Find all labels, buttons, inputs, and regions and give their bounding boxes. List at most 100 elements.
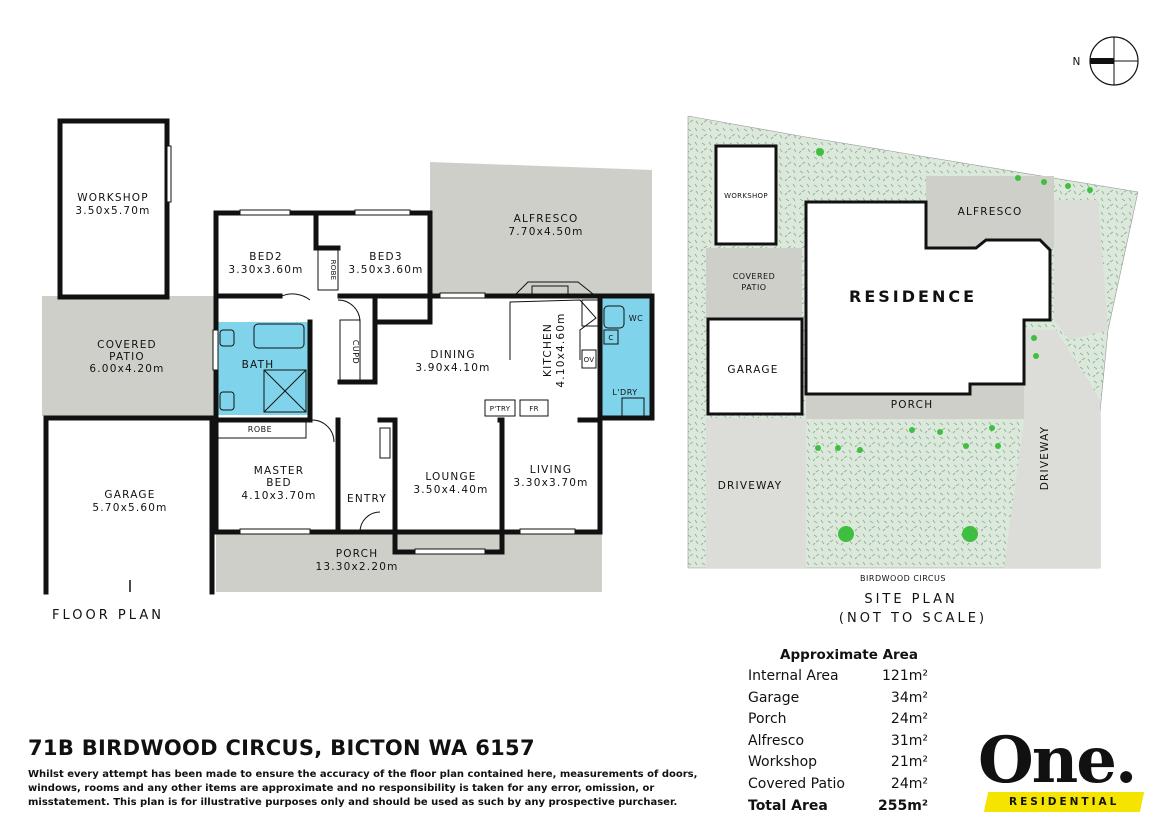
site-covered-line2: PATIO xyxy=(741,283,766,292)
room-name-bed3: BED3 xyxy=(369,251,402,263)
master-bed-line1: MASTER xyxy=(254,465,304,477)
area-total-label: Total Area xyxy=(748,797,828,814)
property-address: 71B BIRDWOOD CIRCUS, BICTON WA 6157 xyxy=(28,736,535,760)
room-dims-master-bed: 4.10x3.70m xyxy=(241,490,316,502)
area-heading: Approximate Area xyxy=(780,647,918,663)
area-value: 24m² xyxy=(890,711,928,728)
area-label: Workshop xyxy=(748,754,818,771)
room-dims-living: 3.30x3.70m xyxy=(513,477,588,489)
room-name-garage: GARAGE xyxy=(104,489,155,501)
site-plan-caption-line1: SITE PLAN xyxy=(864,592,957,607)
toilet-icon xyxy=(219,391,235,411)
label-bath: BATH xyxy=(242,359,275,371)
label-c: C xyxy=(608,334,613,342)
logo-tagline: RESIDENTIAL xyxy=(1008,796,1120,808)
area-row: Alfresco 31m² xyxy=(748,731,928,753)
tree-icon xyxy=(816,148,824,156)
label-laundry: L'DRY xyxy=(612,388,637,397)
label-fridge: FR xyxy=(529,405,539,413)
room-name-bed2: BED2 xyxy=(249,251,282,263)
room-name-alfresco: ALFRESCO xyxy=(514,213,579,225)
site-label-street: BIRDWOOD CIRCUS xyxy=(860,574,946,583)
site-label-covered-patio: COVERED PATIO xyxy=(733,272,776,292)
covered-patio-line1: COVERED xyxy=(97,339,157,351)
area-row: Internal Area 121m² xyxy=(748,666,928,688)
sink-icon xyxy=(531,285,569,297)
bathtub-icon xyxy=(253,323,305,349)
area-label: Garage xyxy=(748,689,800,706)
label-robe-horizontal: ROBE xyxy=(248,425,272,434)
site-label-porch: PORCH xyxy=(891,399,934,411)
site-covered-line1: COVERED xyxy=(733,272,776,281)
room-dims-kitchen: 4.10x4.60m xyxy=(555,312,567,387)
room-name-kitchen: KITCHEN xyxy=(542,323,554,377)
room-dims-lounge: 3.50x4.40m xyxy=(413,484,488,496)
area-value: 31m² xyxy=(890,732,928,749)
area-total-row: Total Area 255m² xyxy=(748,796,928,818)
north-arrow-icon xyxy=(1090,58,1114,64)
laundry-tub-icon xyxy=(621,397,645,417)
shower-icon xyxy=(263,369,307,413)
label-cupd: CUPD xyxy=(351,340,360,364)
room-dims-workshop: 3.50x5.70m xyxy=(75,205,150,217)
site-label-driveway-left: DRIVEWAY xyxy=(718,480,782,492)
site-residence xyxy=(804,200,1052,396)
room-dims-covered-patio: 6.00x4.20m xyxy=(89,363,164,375)
label-ov: OV xyxy=(584,356,595,364)
garage-walls xyxy=(43,415,215,595)
area-label: Internal Area xyxy=(748,668,839,684)
area-value: 24m² xyxy=(890,775,928,792)
site-plan-caption-line2: (NOT TO SCALE) xyxy=(839,611,987,626)
site-label-workshop: WORKSHOP xyxy=(724,192,768,200)
label-robe-vertical: ROBE xyxy=(329,260,337,281)
site-label-garage: GARAGE xyxy=(727,364,778,376)
approximate-area-table: Approximate Area Internal Area 121m² Gara… xyxy=(748,647,928,817)
area-label: Covered Patio xyxy=(748,775,845,792)
area-value: 121m² xyxy=(882,668,928,684)
cooktop-icon xyxy=(581,299,599,327)
porch-area xyxy=(216,532,602,592)
logo-bar: RESIDENTIAL xyxy=(983,792,1145,812)
room-dims-alfresco: 7.70x4.50m xyxy=(508,226,583,238)
label-wc: WC xyxy=(629,314,644,323)
site-garage xyxy=(706,317,804,416)
workshop-walls xyxy=(57,118,170,300)
area-row: Workshop 21m² xyxy=(748,752,928,774)
site-label-driveway-right: DRIVEWAY xyxy=(1039,426,1051,490)
room-name-workshop: WORKSHOP xyxy=(77,192,149,204)
room-name-dining: DINING xyxy=(430,349,475,361)
master-bed-line2: BED xyxy=(266,477,292,489)
area-value: 21m² xyxy=(890,754,928,771)
room-name-living: LIVING xyxy=(530,464,572,476)
room-dims-garage: 5.70x5.60m xyxy=(92,502,167,514)
compass: N xyxy=(1072,36,1139,86)
floor-plan-caption: FLOOR PLAN xyxy=(52,608,164,623)
label-pantry: P'TRY xyxy=(490,405,511,413)
room-dims-porch: 13.30x2.20m xyxy=(315,561,398,573)
area-value: 34m² xyxy=(890,689,928,706)
covered-patio-line2: PATIO xyxy=(109,351,145,363)
room-dims-dining: 3.90x4.10m xyxy=(415,362,490,374)
area-row: Covered Patio 24m² xyxy=(748,774,928,796)
room-dims-bed2: 3.30x3.60m xyxy=(228,264,303,276)
site-workshop xyxy=(714,144,778,246)
wc-toilet-icon xyxy=(603,305,625,329)
area-label: Alfresco xyxy=(748,732,805,749)
room-name-lounge: LOUNGE xyxy=(425,471,476,483)
alfresco-area xyxy=(430,162,652,296)
disclaimer-text: Whilst every attempt has been made to en… xyxy=(28,769,698,808)
compass-letter: N xyxy=(1072,56,1081,68)
site-label-residence: RESIDENCE xyxy=(849,287,977,306)
area-row: Garage 34m² xyxy=(748,688,928,710)
logo-word: One. xyxy=(978,723,1137,798)
one-residential-logo: One. RESIDENTIAL xyxy=(978,723,1146,812)
area-total-value: 255m² xyxy=(878,797,928,814)
basin-icon xyxy=(219,329,235,347)
label-entry: ENTRY xyxy=(347,493,387,505)
